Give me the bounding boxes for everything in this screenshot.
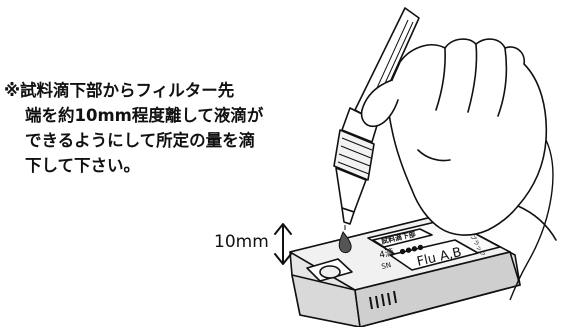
gloved-hand-icon	[360, 38, 557, 241]
note-line-3: できるようにして所定の量を滴	[25, 131, 256, 150]
note-line-2: 端を約10mm程度離して液滴が	[25, 106, 264, 125]
droplet-icon	[338, 225, 352, 254]
distance-label: 10mm	[214, 232, 269, 252]
note-line-1: ※試料滴下部からフィルター先	[4, 81, 235, 100]
dropper-tube-icon	[333, 7, 420, 225]
cord-line	[509, 139, 554, 301]
up-down-arrow-icon	[274, 223, 292, 265]
instruction-note: ※試料滴下部からフィルター先 端を約10mm程度離して液滴が できるようにして所…	[4, 78, 304, 178]
note-line-4: 下して下さい。	[25, 156, 141, 175]
device-drop-count: 4滴	[378, 246, 395, 261]
device-sn-label: SN	[381, 261, 392, 271]
